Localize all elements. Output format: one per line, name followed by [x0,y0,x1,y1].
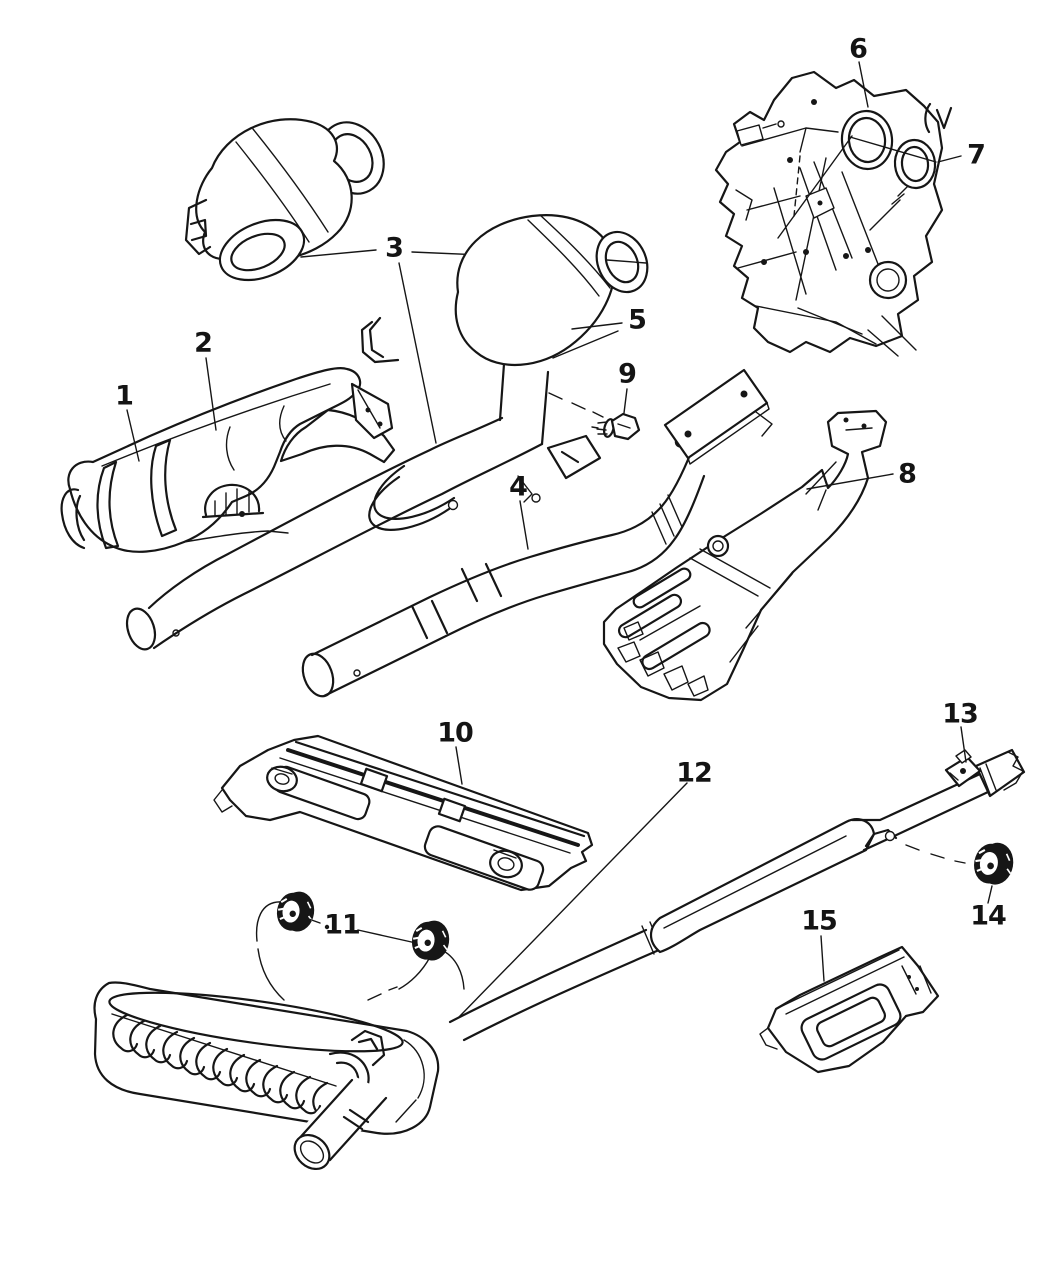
callout-12: 12 [676,757,713,789]
callout-10: 10 [437,717,474,749]
pointer-dashes-9 [548,392,604,418]
callout-15: 15 [801,905,838,937]
part-14-insulator [905,838,1018,889]
callout-4: 4 [509,471,528,503]
shield-boss [201,483,265,519]
part-6-7-engine-transmission [714,70,953,357]
leader-13 [960,726,967,763]
callout-9: 9 [618,358,637,390]
tail-pipe-run [448,928,661,1042]
tail-sleeve [974,748,1026,798]
oxygen-sensor [736,123,777,146]
callout-5: 5 [628,304,647,336]
insulator-grommet [273,887,318,935]
support-bracket [360,316,400,364]
leader-14 [987,885,993,904]
leader-15 [820,935,825,982]
callout-14: 14 [970,900,1007,932]
muffler-fins [112,1013,339,1121]
callout-1: 1 [115,380,134,412]
leader-4 [519,500,529,550]
exhaust-tip [294,1078,388,1162]
leader-7 [937,155,962,163]
leader-3 [300,249,437,444]
part-10-heat-shield [213,734,594,892]
leader-6 [858,61,869,108]
part-9-bolt [591,412,641,441]
resonator-body [649,818,876,954]
insulator-grommet [408,916,453,964]
leader-12 [458,782,688,1018]
callout-7: 7 [967,139,986,171]
callout-11: 11 [324,909,361,941]
part-1-2-heat-shield [60,367,396,553]
part-15-heat-shield [759,945,940,1074]
part-4-exhaust-pipe [301,368,773,698]
leader-10 [455,746,463,785]
converter-body [454,214,616,367]
crinkle-texture [617,621,709,697]
part-5-catalytic-converter-downpipe [125,214,649,651]
downpipe-clamp [368,464,456,531]
callout-6: 6 [849,33,868,65]
downpipe-lower-edge [152,442,544,650]
leader-9 [623,388,628,414]
leader-11 [305,917,417,944]
flange-ear [546,434,602,480]
leader-8 [806,473,894,490]
downpipe-upper-edge [147,416,504,610]
callout-13: 13 [942,698,979,730]
callout-2: 2 [194,327,213,359]
part-13-clamp [944,749,982,788]
callout-8: 8 [898,458,917,490]
shield-body [67,367,362,553]
output-shaft-port [868,260,908,300]
part-11-insulators [255,887,465,1001]
hanger-hook [350,1029,386,1067]
converter-bracket [184,198,212,256]
part-3-catalytic-converter [184,118,385,282]
callout-3: 3 [385,232,404,264]
leader-lines [126,61,993,1018]
insulator-grommet [969,838,1018,889]
slip-joint-bands [410,562,503,640]
leader-1 [126,409,140,462]
leader-2 [205,357,217,431]
part-8-heat-shield [602,409,888,702]
pipe-flange [663,368,769,460]
part-12-muffler-resonator-assembly [93,748,1026,1171]
leader-5 [552,322,623,359]
partial-view-marks [924,102,953,134]
hanger-wires [255,901,465,1001]
flex-corrugations [651,494,683,545]
